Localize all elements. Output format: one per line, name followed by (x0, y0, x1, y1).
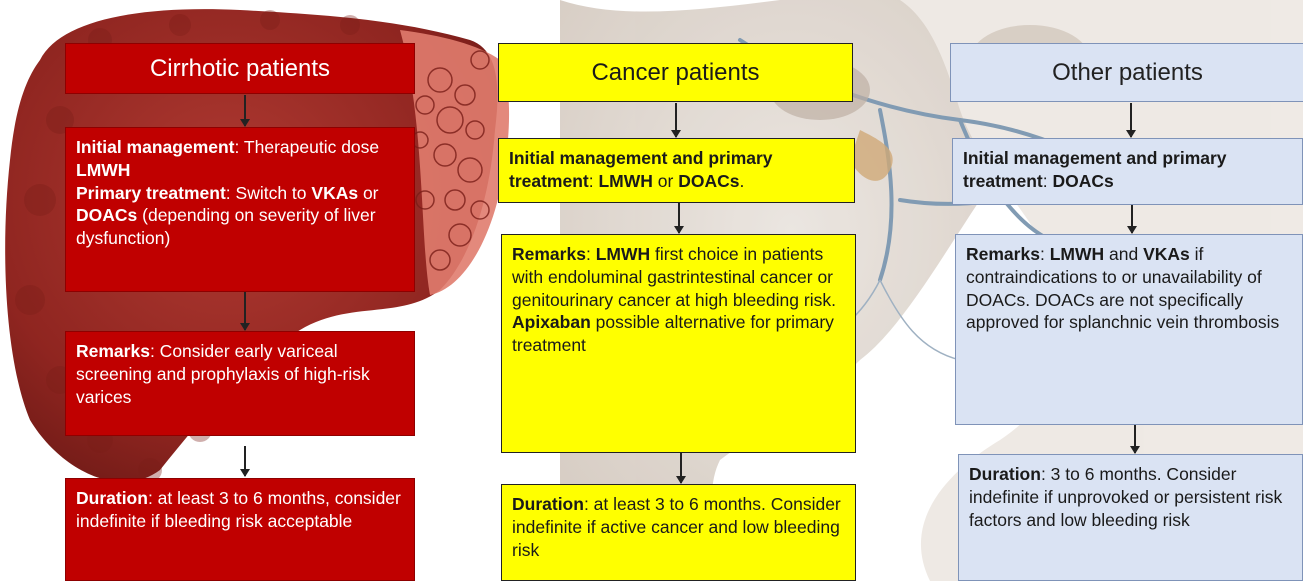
arrow-icon (244, 292, 246, 330)
bold-text: LMWH (596, 244, 650, 264)
cirrhotic-initial-box: Initial management: Therapeutic dose LMW… (65, 127, 415, 292)
bold-text: Initial management (76, 137, 235, 157)
other-header: Other patients (950, 43, 1303, 102)
bold-text: Remarks (512, 244, 586, 264)
box-paragraph: Duration: 3 to 6 months. Consider indefi… (969, 463, 1292, 531)
body-text: or (358, 183, 378, 203)
box-paragraph: Duration: at least 3 to 6 months, consid… (76, 487, 404, 533)
bold-text: VKAs (311, 183, 358, 203)
box-paragraph: Primary treatment: Switch to VKAs or DOA… (76, 182, 404, 250)
box-paragraph: Initial management: Therapeutic dose LMW… (76, 136, 404, 182)
other-duration-box: Duration: 3 to 6 months. Consider indefi… (958, 454, 1303, 581)
other-initial-box: Initial management and primary treatment… (952, 138, 1303, 205)
arrow-icon (675, 103, 677, 137)
body-text: and (1104, 244, 1143, 264)
box-paragraph: Duration: at least 3 to 6 months. Consid… (512, 493, 845, 561)
cirrhotic-remarks-box: Remarks: Consider early variceal screeni… (65, 331, 415, 436)
arrow-icon (1134, 425, 1136, 453)
box-paragraph: Initial management and primary treatment… (509, 147, 844, 193)
body-text: : Switch to (226, 183, 312, 203)
body-text: or (653, 171, 678, 191)
cancer-header: Cancer patients (498, 43, 853, 102)
cirrhotic-header: Cirrhotic patients (65, 43, 415, 94)
bold-text: Duration (969, 464, 1041, 484)
box-paragraph: Remarks: LMWH and VKAs if contraindicati… (966, 243, 1292, 334)
bold-text: Duration (76, 488, 148, 508)
body-text: . (739, 171, 744, 191)
cancer-remarks-box: Remarks: LMWH first choice in patients w… (501, 234, 856, 453)
cancer-initial-box: Initial management and primary treatment… (498, 138, 855, 203)
bold-text: DOACs (76, 205, 137, 225)
bold-text: VKAs (1143, 244, 1190, 264)
bold-text: Primary treatment (76, 183, 226, 203)
body-text: : Therapeutic dose (235, 137, 380, 157)
bold-text: Apixaban (512, 312, 591, 332)
body-text: : (1040, 244, 1050, 264)
box-paragraph: Remarks: Consider early variceal screeni… (76, 340, 404, 408)
arrow-icon (244, 446, 246, 476)
bold-text: Duration (512, 494, 584, 514)
cirrhotic-duration-box: Duration: at least 3 to 6 months, consid… (65, 478, 415, 581)
arrow-icon (1131, 205, 1133, 233)
box-paragraph: Remarks: LMWH first choice in patients w… (512, 243, 845, 357)
cancer-duration-box: Duration: at least 3 to 6 months. Consid… (501, 484, 856, 581)
arrow-icon (678, 203, 680, 233)
bold-text: Remarks (966, 244, 1040, 264)
arrow-icon (680, 453, 682, 483)
bold-text: LMWH (76, 160, 130, 180)
bold-text: LMWH (598, 171, 652, 191)
box-paragraph: Initial management and primary treatment… (963, 147, 1292, 193)
other-remarks-box: Remarks: LMWH and VKAs if contraindicati… (955, 234, 1303, 425)
arrow-icon (1130, 103, 1132, 137)
body-text: : (586, 244, 596, 264)
bold-text: DOACs (1052, 171, 1113, 191)
bold-text: Remarks (76, 341, 150, 361)
bold-text: LMWH (1050, 244, 1104, 264)
bold-text: DOACs (678, 171, 739, 191)
arrow-icon (244, 95, 246, 126)
